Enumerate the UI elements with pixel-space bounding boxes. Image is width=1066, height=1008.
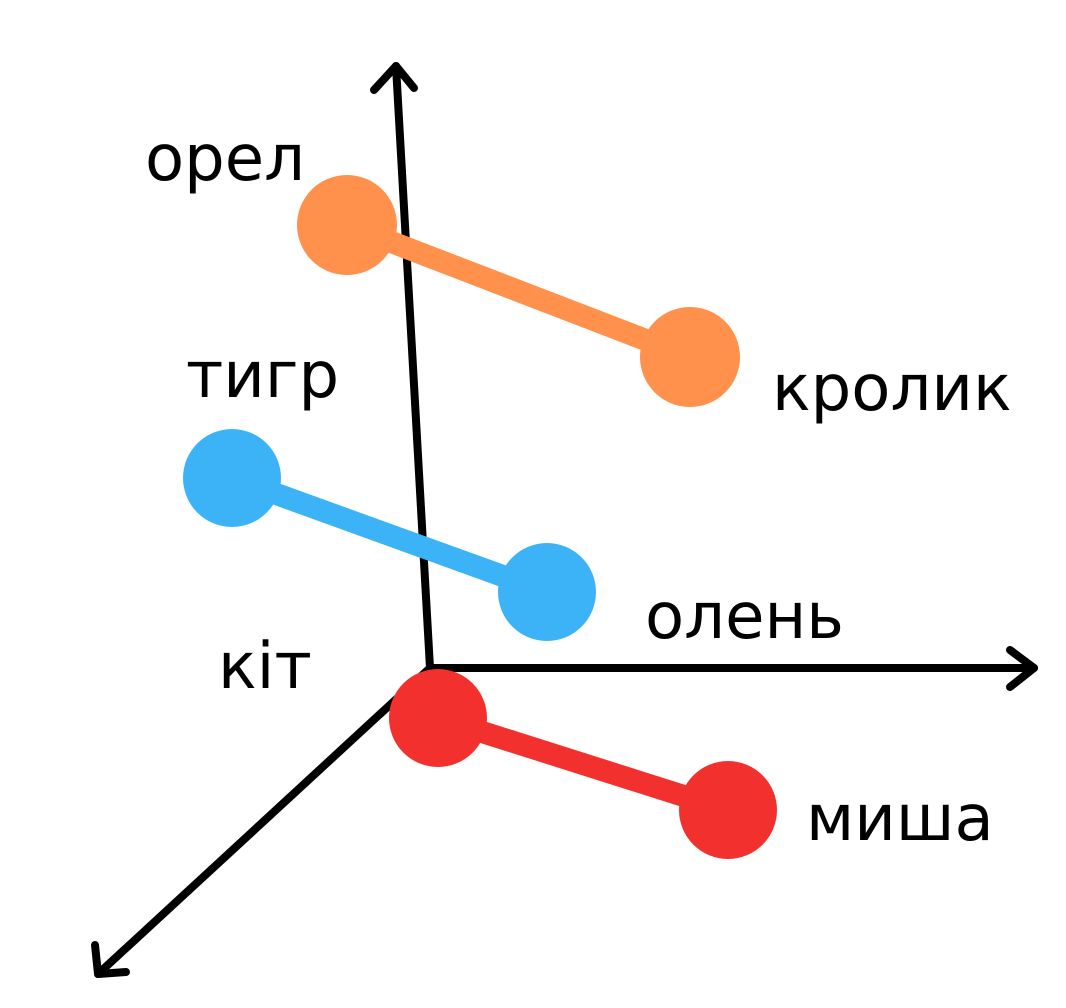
label-kit: кіт — [218, 630, 312, 704]
pair-orel-krolyk: орел кролик — [145, 122, 1012, 426]
vertical-axis-arrowhead — [370, 62, 418, 94]
horizontal-axis-arrowhead — [1006, 646, 1038, 691]
label-olen: олень — [645, 580, 844, 654]
label-krolyk: кролик — [772, 352, 1012, 426]
pair-tyhr-olen: тигр олень — [183, 339, 844, 654]
point-mysha — [679, 761, 777, 859]
connector-line — [221, 467, 558, 603]
point-tyhr — [183, 429, 281, 527]
point-krolyk — [640, 307, 740, 407]
connector-line — [336, 214, 701, 368]
depth-axis-arrowhead — [91, 941, 130, 978]
label-orel: орел — [145, 122, 305, 196]
label-mysha: миша — [806, 782, 994, 856]
depth-axis — [94, 664, 434, 978]
point-olen — [498, 543, 596, 641]
point-orel — [297, 175, 397, 275]
vertical-axis — [392, 62, 434, 672]
pair-kit-mysha: кіт миша — [218, 630, 994, 859]
connector-line — [427, 707, 739, 821]
label-tyhr: тигр — [186, 339, 339, 413]
axes — [91, 62, 1038, 978]
point-kit — [389, 669, 487, 767]
